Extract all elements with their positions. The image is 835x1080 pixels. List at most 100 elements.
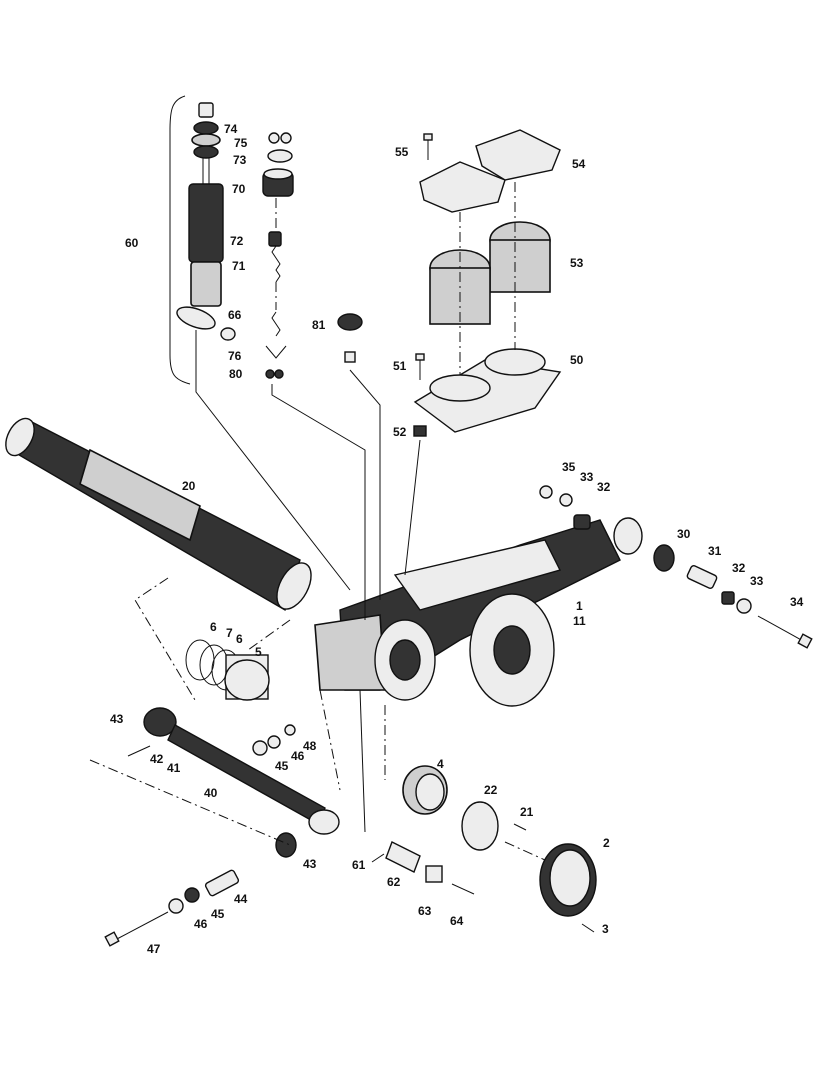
callout-65: 74: [224, 122, 238, 136]
shackle-75: [265, 345, 287, 359]
screw-42: [127, 745, 151, 757]
spacer-32a: [573, 514, 591, 530]
clip-61: [371, 853, 385, 863]
leader-rod-lower: [89, 759, 291, 846]
callout-60: 60: [125, 236, 139, 250]
nut-35: [539, 485, 553, 499]
callout-6a: 6: [210, 620, 217, 634]
washer-46a: [267, 735, 281, 749]
callout-53: 53: [570, 256, 584, 270]
callout-48: 48: [303, 739, 317, 753]
rod-eye-43a: [143, 707, 177, 737]
callout-52: 52: [393, 425, 407, 439]
callout-20: 20: [182, 479, 196, 493]
spring-block-53a-body: [489, 239, 551, 293]
callout-35: 35: [562, 460, 576, 474]
chain-71: [271, 245, 281, 283]
bump-stop-80: [337, 313, 363, 331]
callout-80: 81: [312, 318, 326, 332]
assembly-leader-lines: [89, 330, 546, 861]
leader-frame-to-pin: [359, 689, 366, 833]
nut-48: [284, 724, 296, 736]
callout-41: 41: [167, 761, 181, 775]
shock-bush-lower: [193, 145, 219, 159]
leader-tube-to-rod: [134, 577, 196, 701]
shock-bush-upper: [193, 121, 219, 135]
nut-52: [413, 425, 427, 437]
callout-21: 22: [484, 783, 498, 797]
bolt-55-head: [423, 133, 433, 141]
callout-46a: 46: [291, 749, 305, 763]
callout-46b: 46: [194, 917, 208, 931]
frame-bore-left: [389, 639, 421, 681]
axle-tube-highlight: [79, 448, 201, 542]
nut-74a: [268, 132, 280, 144]
callout-45a: 45: [275, 759, 289, 773]
frame-eye: [613, 517, 643, 555]
bolt-34-head: [797, 633, 813, 649]
screw-22: [513, 823, 527, 831]
callout-labels: 74 75 73 70 72 71 60 66 76 80 81 55 54 5…: [110, 122, 804, 956]
axle-tube-right-end: [276, 562, 312, 610]
shock-body-lower: [190, 261, 222, 307]
nut-45a: [252, 740, 268, 756]
bolt-51-head: [415, 353, 425, 361]
callout-7: 7: [226, 626, 233, 640]
callout-43a: 43: [110, 712, 124, 726]
callout-73: 73: [233, 153, 247, 167]
bush-30: [653, 544, 675, 572]
nut-81: [344, 351, 356, 363]
shock-lower-eye: [176, 306, 216, 330]
callout-74: 75: [234, 136, 248, 150]
callout-3: 3: [602, 922, 609, 936]
bracket-60: [169, 95, 191, 385]
callout-33a: 33: [580, 470, 594, 484]
spring-mount-assembly: [413, 129, 562, 437]
callout-4: 4: [437, 757, 444, 771]
shock-top-nut: [198, 102, 214, 118]
pin-76a: [265, 369, 275, 379]
screw-3: [581, 923, 595, 933]
axle-tube-20: [5, 417, 312, 612]
callout-66: 66: [228, 308, 242, 322]
leader-mount-to-frame: [404, 439, 421, 576]
hub-cover-assembly: [371, 765, 597, 933]
leader-chain-to-frame: [271, 384, 366, 620]
callout-42: 42: [150, 752, 164, 766]
leader-frame-to-rod: [319, 689, 341, 791]
rod-40: [167, 724, 326, 825]
pivot-hardware: [539, 485, 813, 649]
hub-bore-1: [493, 625, 531, 675]
callout-76: 80: [229, 367, 243, 381]
top-plate-54a: [475, 129, 561, 181]
sleeve-44: [204, 869, 240, 897]
buffer-70-top: [263, 168, 293, 180]
callout-30: 30: [677, 527, 691, 541]
bolt-47-head: [104, 931, 120, 947]
bush-43b: [275, 832, 297, 858]
pin-76b: [274, 369, 284, 379]
nut-45b: [184, 887, 200, 903]
seat-plate-50: [413, 359, 562, 433]
callout-51: 51: [393, 359, 407, 373]
callout-75: 76: [228, 349, 242, 363]
callout-54: 54: [572, 157, 586, 171]
callout-32b: 32: [732, 561, 746, 575]
callout-63: 63: [418, 904, 432, 918]
bush-5: [224, 659, 270, 701]
bolt-64: [451, 883, 475, 895]
leader-seal-to-cap: [504, 841, 546, 861]
bushing-set-5-7: [185, 639, 270, 701]
callout-50: 50: [570, 353, 584, 367]
callout-22: 21: [520, 805, 534, 819]
leader-shock-to-frame: [195, 330, 351, 591]
chain-lower-links: [271, 311, 281, 337]
frame-top-plate: [393, 539, 562, 611]
nut-74b: [280, 132, 292, 144]
callout-32a: 32: [597, 480, 611, 494]
shock-washer-upper: [191, 133, 221, 147]
leader-bush-to-tube: [247, 619, 291, 651]
clip-72: [268, 231, 282, 247]
plate-63: [425, 865, 443, 883]
